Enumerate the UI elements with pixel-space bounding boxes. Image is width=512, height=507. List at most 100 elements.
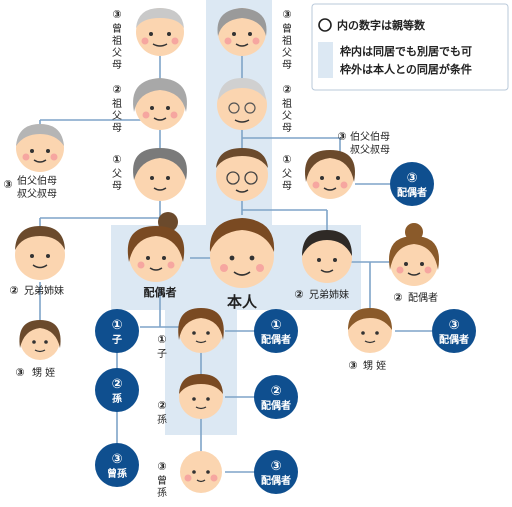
label-text: 曾祖父母 bbox=[112, 22, 122, 71]
svg-text:伯父伯母: 伯父伯母 bbox=[350, 130, 390, 143]
legend-circle-icon bbox=[318, 18, 332, 32]
node-label: 曾孫 bbox=[107, 467, 127, 480]
svg-text:祖父母: 祖父母 bbox=[282, 97, 292, 134]
label-parent-right: ① 父母 bbox=[282, 153, 292, 192]
great-grandchild-avatar bbox=[180, 451, 222, 493]
svg-text:兄弟姉妹: 兄弟姉妹 bbox=[309, 288, 349, 301]
label-child: ① 子 bbox=[157, 333, 167, 360]
sibling-left-avatar bbox=[15, 226, 65, 280]
self-avatar bbox=[209, 218, 275, 288]
label-sibling-left: ② 兄弟姉妹 bbox=[9, 284, 64, 297]
node-degree: ③ bbox=[270, 459, 281, 474]
svg-text:③: ③ bbox=[337, 130, 346, 143]
node-label: 配偶者 bbox=[439, 333, 469, 346]
node-circle bbox=[95, 443, 139, 487]
parent-center-avatar bbox=[216, 148, 268, 201]
child-avatar bbox=[178, 308, 224, 353]
svg-text:祖父母: 祖父母 bbox=[112, 97, 122, 134]
svg-text:父母: 父母 bbox=[282, 168, 292, 192]
label-nephew-right: ③ 甥 姪 bbox=[348, 359, 386, 372]
label-great-grandchild: ③ 曾孫 bbox=[157, 460, 167, 499]
node-circle bbox=[95, 309, 139, 353]
node-degree: ③ bbox=[111, 452, 122, 467]
svg-text:孫: 孫 bbox=[157, 414, 167, 426]
label-nephew-left: ③ 甥 姪 bbox=[15, 366, 55, 379]
legend-box bbox=[311, 3, 509, 91]
svg-text:②: ② bbox=[112, 83, 121, 96]
uncle-right-avatar bbox=[305, 150, 355, 199]
legend-box-desc-1: 枠内は同居でも別居でも可 bbox=[340, 44, 472, 58]
node-degree: ③ bbox=[406, 171, 417, 186]
label-uncle-right: ③ 伯父伯母 叔父叔母 bbox=[337, 130, 390, 156]
spouse-avatar bbox=[127, 212, 185, 282]
svg-text:③: ③ bbox=[3, 178, 12, 191]
svg-text:①: ① bbox=[157, 333, 166, 346]
grandparent-left-avatar bbox=[133, 78, 187, 130]
svg-text:②: ② bbox=[9, 284, 18, 297]
label-self: 本人 bbox=[227, 293, 258, 311]
label-parent-left: ① 父母 bbox=[112, 153, 122, 192]
label-great-grandparent-left: ③ 曾祖父母 bbox=[112, 8, 122, 71]
svg-text:伯父伯母: 伯父伯母 bbox=[17, 174, 57, 187]
node-circle bbox=[254, 309, 298, 353]
node-label: 配偶者 bbox=[261, 399, 291, 412]
svg-text:③: ③ bbox=[112, 8, 121, 21]
node-label: 配偶者 bbox=[261, 333, 291, 346]
svg-text:③: ③ bbox=[15, 366, 24, 379]
grandchild-avatar bbox=[179, 374, 223, 419]
node-circle bbox=[254, 450, 298, 494]
node-degree: ② bbox=[111, 377, 122, 392]
legend: 内の数字は親等数 枠内は同居でも別居でも可 枠外は本人との同居が条件 bbox=[311, 3, 509, 91]
sibling-right-avatar bbox=[302, 230, 352, 283]
great-grandparent-center-avatar bbox=[217, 8, 267, 56]
svg-text:甥 姪: 甥 姪 bbox=[32, 366, 55, 379]
svg-text:①: ① bbox=[112, 153, 121, 166]
node-spouse-side-child: ①子 bbox=[95, 309, 139, 353]
svg-text:②: ② bbox=[294, 288, 303, 301]
svg-text:①: ① bbox=[282, 153, 291, 166]
node-circle bbox=[390, 162, 434, 206]
node-circle bbox=[95, 368, 139, 412]
node-label: 配偶者 bbox=[261, 474, 291, 487]
svg-text:②: ② bbox=[393, 291, 402, 304]
label-sibling-spouse: ② 配偶者 bbox=[393, 291, 438, 304]
node-spouse-side-great-grandchild: ③曾孫 bbox=[95, 443, 139, 487]
svg-text:配偶者: 配偶者 bbox=[408, 291, 438, 304]
grandparent-center-avatar bbox=[217, 78, 267, 130]
svg-text:曾祖父母: 曾祖父母 bbox=[282, 22, 292, 71]
label-grandparent-right: ② 祖父母 bbox=[282, 83, 292, 134]
svg-text:②: ② bbox=[282, 83, 291, 96]
node-degree: ③ bbox=[448, 318, 459, 333]
svg-text:③: ③ bbox=[157, 460, 166, 473]
svg-text:②: ② bbox=[157, 399, 166, 412]
node-circle bbox=[254, 375, 298, 419]
svg-text:父母: 父母 bbox=[112, 168, 122, 192]
label-great-grandparent-right: ③ 曾祖父母 bbox=[282, 8, 292, 71]
parent-left-avatar bbox=[133, 148, 187, 201]
node-label: 配偶者 bbox=[397, 186, 427, 199]
node-degree: ① bbox=[270, 318, 281, 333]
legend-circle-desc: 内の数字は親等数 bbox=[337, 18, 426, 32]
nephew-left-avatar bbox=[19, 320, 61, 360]
svg-text:甥 姪: 甥 姪 bbox=[363, 359, 386, 372]
node-degree: ① bbox=[111, 318, 122, 333]
svg-text:叔父叔母: 叔父叔母 bbox=[350, 144, 390, 156]
label-spouse: 配偶者 bbox=[144, 285, 177, 299]
great-uncle-left-avatar bbox=[16, 124, 64, 172]
svg-text:叔父叔母: 叔父叔母 bbox=[17, 188, 57, 200]
svg-text:兄弟姉妹: 兄弟姉妹 bbox=[24, 284, 64, 297]
label-sibling-right: ② 兄弟姉妹 bbox=[294, 288, 349, 301]
node-spouse-side-grandchild: ②孫 bbox=[95, 368, 139, 412]
svg-text:子: 子 bbox=[157, 348, 167, 360]
great-grandparent-left-avatar bbox=[136, 8, 184, 56]
node-label: 孫 bbox=[112, 392, 122, 405]
nephew-right-avatar bbox=[348, 308, 392, 353]
label-grandchild: ② 孫 bbox=[157, 399, 167, 426]
sibling-spouse-avatar bbox=[389, 223, 439, 286]
